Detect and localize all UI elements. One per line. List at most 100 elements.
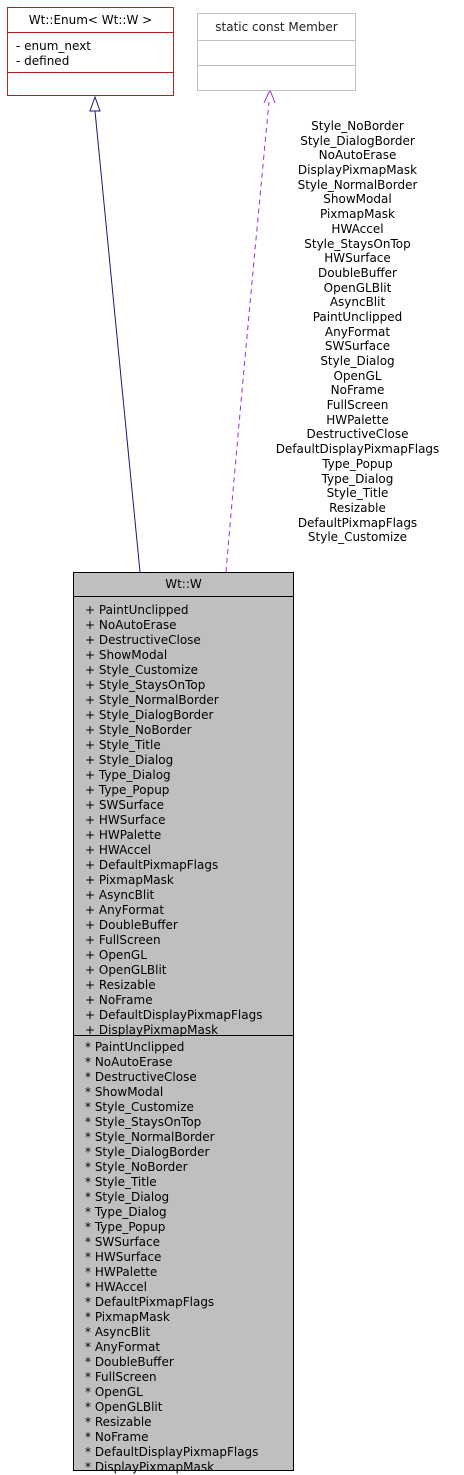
w-operation: * FullScreen xyxy=(85,1370,157,1384)
w-attribute: + OpenGLBlit xyxy=(85,963,167,977)
w-attribute: + Style_NoBorder xyxy=(85,723,192,737)
w-attribute: + NoAutoErase xyxy=(85,618,177,632)
inheritance-edge xyxy=(94,110,141,573)
w-operation: * DefaultDisplayPixmapFlags xyxy=(85,1445,259,1459)
edge-label: AnyFormat xyxy=(324,324,391,339)
edge-label: DefaultPixmapFlags xyxy=(297,515,418,530)
edge-label: PaintUnclipped xyxy=(312,309,403,324)
w-operation: * Style_Dialog xyxy=(85,1190,170,1204)
w-operation: * Style_DialogBorder xyxy=(85,1145,210,1159)
w-attribute: + Type_Dialog xyxy=(85,768,171,782)
w-operation: * HWSurface xyxy=(85,1250,162,1264)
w-operation: * DestructiveClose xyxy=(85,1070,197,1084)
edge-label: Style_NoBorder xyxy=(311,119,404,133)
w-attribute: + OpenGL xyxy=(85,948,147,962)
enum-class-box: Wt::Enum< Wt::W > - enum_next - defined xyxy=(7,7,174,96)
w-operation: * AsyncBlit xyxy=(85,1325,151,1339)
edge-label: OpenGLBlit xyxy=(323,280,392,295)
w-attribute: + SWSurface xyxy=(85,798,165,812)
w-operation: * NoFrame xyxy=(85,1430,149,1444)
w-attribute: + DisplayPixmapMask xyxy=(85,1023,219,1037)
w-operation: * AnyFormat xyxy=(85,1340,161,1354)
edge-label: Resizable xyxy=(329,500,386,515)
w-attribute: + AsyncBlit xyxy=(85,888,155,902)
w-operation: * Style_NoBorder xyxy=(85,1160,188,1174)
w-operation: * OpenGL xyxy=(85,1385,143,1399)
w-attribute: + DefaultDisplayPixmapFlags xyxy=(85,1008,263,1022)
w-operation: * PixmapMask xyxy=(85,1310,170,1324)
member-class-box: static const Member xyxy=(197,13,356,91)
w-operation: * Style_Customize xyxy=(85,1100,194,1114)
w-class-operations: * PaintUnclipped* NoAutoErase* Destructi… xyxy=(74,1036,293,1475)
w-attribute: + Style_Customize xyxy=(85,663,198,677)
w-class-title: Wt::W xyxy=(74,573,293,597)
edge-label: Style_DialogBorder xyxy=(300,133,415,148)
w-operation: * PaintUnclipped xyxy=(85,1040,185,1054)
edge-label: NoAutoErase xyxy=(318,148,397,163)
w-operation: * DefaultPixmapFlags xyxy=(85,1295,215,1309)
w-operation: * Style_NormalBorder xyxy=(85,1130,215,1144)
w-attribute: + HWSurface xyxy=(85,813,166,827)
usage-edge xyxy=(225,101,270,573)
w-operation: * Style_Title xyxy=(85,1175,157,1189)
edge-label: Style_Dialog xyxy=(320,354,395,368)
inheritance-arrowhead xyxy=(89,95,101,112)
w-attribute: + DefaultPixmapFlags xyxy=(85,858,219,872)
edge-label: Style_Customize xyxy=(307,530,408,545)
w-attribute: + ShowModal xyxy=(85,648,168,662)
member-class-attributes xyxy=(198,41,355,66)
w-operation: * NoAutoErase xyxy=(85,1055,173,1069)
enum-class-attributes: - enum_next - defined xyxy=(8,33,173,73)
edge-label: Type_Dialog xyxy=(321,471,394,486)
w-attribute: + Style_NormalBorder xyxy=(85,693,219,707)
w-operation: * Style_StaysOnTop xyxy=(85,1115,202,1129)
w-operation: * SWSurface xyxy=(85,1235,161,1249)
edge-label: Style_NormalBorder xyxy=(297,177,418,192)
w-attribute: + Style_StaysOnTop xyxy=(85,678,206,692)
enum-attribute: - enum_next xyxy=(16,39,92,53)
w-operation: * Type_Popup xyxy=(85,1220,166,1234)
w-attribute: + PixmapMask xyxy=(85,873,174,887)
w-operation: * Type_Dialog xyxy=(85,1205,167,1219)
edge-label: HWPalette xyxy=(326,412,389,427)
w-attribute: + Style_Dialog xyxy=(85,753,174,767)
edge-label: SWSurface xyxy=(324,339,391,354)
w-attribute: + HWAccel xyxy=(85,843,152,857)
w-operation: * HWAccel xyxy=(85,1280,147,1294)
edge-label: AsyncBlit xyxy=(329,295,386,310)
w-attribute: + DestructiveClose xyxy=(85,633,201,647)
w-attribute: + AnyFormat xyxy=(85,903,165,917)
edge-label: HWSurface xyxy=(324,251,391,266)
w-attribute: + HWPalette xyxy=(85,828,162,842)
enum-attribute: - defined xyxy=(16,54,70,68)
edge-label: DefaultDisplayPixmapFlags xyxy=(275,442,440,457)
edge-label: DoubleBuffer xyxy=(318,265,397,280)
w-class-box: Wt::W + PaintUnclipped+ NoAutoErase+ Des… xyxy=(73,572,294,1474)
w-attribute: + NoFrame xyxy=(85,993,153,1007)
edge-label: ShowModal xyxy=(323,192,392,207)
w-operation: * HWPalette xyxy=(85,1265,158,1279)
edge-label: FullScreen xyxy=(326,398,389,413)
edge-label: Type_Popup xyxy=(322,456,393,471)
w-attribute: + PaintUnclipped xyxy=(85,603,189,617)
w-operation: * OpenGLBlit xyxy=(85,1400,163,1414)
w-attribute: + Resizable xyxy=(85,978,156,992)
edge-label: PixmapMask xyxy=(320,207,395,222)
edge-label: HWAccel xyxy=(331,221,384,236)
w-operation: * Resizable xyxy=(85,1415,152,1429)
w-attribute: + FullScreen xyxy=(85,933,161,947)
usage-arrowhead xyxy=(263,88,276,104)
w-attribute: + Style_Title xyxy=(85,738,161,752)
w-class-attributes: + PaintUnclipped+ NoAutoErase+ Destructi… xyxy=(74,597,293,1037)
enum-class-title: Wt::Enum< Wt::W > xyxy=(8,8,173,33)
edge-label: DisplayPixmapMask xyxy=(297,163,418,178)
w-attribute: + Type_Popup xyxy=(85,783,170,797)
edge-label: Style_StaysOnTop xyxy=(304,236,411,251)
w-operation: * DoubleBuffer xyxy=(85,1355,174,1369)
w-attribute: + DoubleBuffer xyxy=(85,918,178,932)
w-operation: * DisplayPixmapMask xyxy=(85,1460,215,1474)
w-operation: * ShowModal xyxy=(85,1085,164,1099)
edge-label: OpenGL xyxy=(333,368,382,383)
